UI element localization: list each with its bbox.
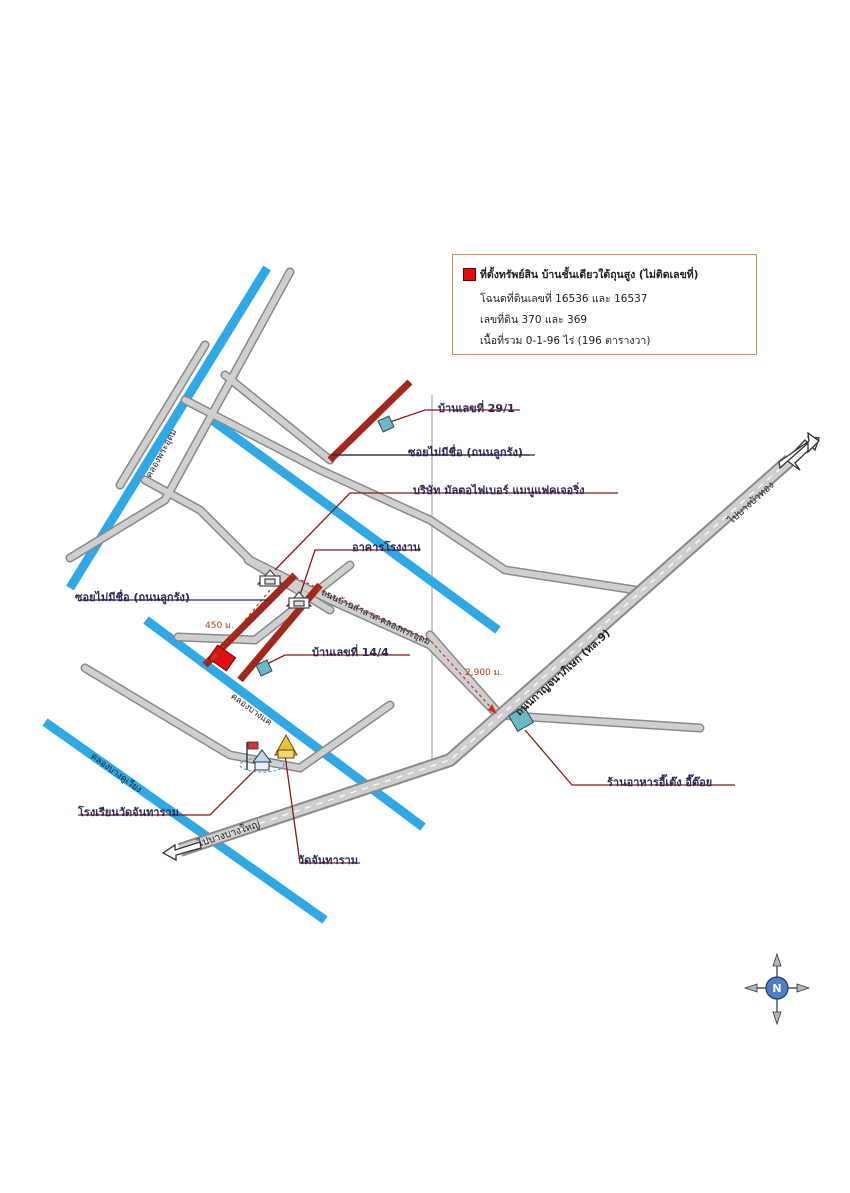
arrow-to-bang-bua-thong-icon — [778, 431, 820, 471]
building-icon — [377, 415, 395, 433]
legend-title: ที่ตั้งทรัพย์สิน บ้านชั้นเดียวใต้ถุนสูง … — [480, 269, 699, 281]
arrowhead-450 — [210, 652, 218, 662]
restaurant-icon — [508, 706, 534, 732]
canal-bang-khu — [42, 718, 328, 924]
north-arrow-icon: N — [743, 952, 811, 1026]
arrowhead-2900 — [488, 704, 497, 714]
canal-middle — [209, 416, 501, 634]
label-soi-left: ซอยไม่มีชื่อ (ถนนลูกรัง) — [75, 591, 190, 604]
school-icon — [239, 741, 285, 773]
building-icon — [255, 659, 273, 677]
property-marker — [207, 644, 237, 672]
label-temple: วัดจันทาราม — [298, 854, 359, 867]
canal-bang-khae — [143, 616, 426, 831]
label-school: โรงเรียนวัดจันทาราม — [78, 806, 179, 819]
arrow-to-bang-yai-icon — [161, 841, 202, 862]
leader-lines-blue — [80, 454, 535, 601]
legend-box: ที่ตั้งทรัพย์สิน บ้านชั้นเดียวใต้ถุนสูง … — [452, 254, 757, 355]
svg-text:N: N — [772, 982, 781, 995]
label-distance-450: 450 ม. — [205, 621, 234, 631]
legend-swatch — [463, 268, 476, 281]
soi-top — [327, 379, 413, 463]
label-house-14-4: บ้านเลขที่ 14/4 — [312, 646, 389, 659]
legend-area: เนื้อที่รวม 0-1-96 ไร่ (196 ตารางวา) — [480, 335, 651, 347]
label-house-29-1: บ้านเลขที่ 29/1 — [438, 402, 515, 415]
temple-icon — [274, 733, 298, 759]
label-restaurant: ร้านอาหารอี๊เต๊ง อี๊ต๊อย — [607, 776, 713, 789]
factory-icon — [256, 569, 313, 609]
label-factory: อาคารโรงงาน — [352, 541, 421, 554]
highway — [177, 454, 795, 857]
legend-deed: โฉนดที่ดินเลขที่ 16536 และ 16537 — [480, 293, 648, 305]
label-distance-2900: 2,900 ม. — [465, 668, 503, 678]
label-company: บริษัท มัลตอไฟเบอร์ แมนูแฟคเจอริ่ง — [413, 484, 585, 497]
label-soi-top: ซอยไม่มีชื่อ (ถนนลูกรัง) — [408, 446, 523, 459]
legend-land-no: เลขที่ดิน 370 และ 369 — [480, 314, 588, 326]
